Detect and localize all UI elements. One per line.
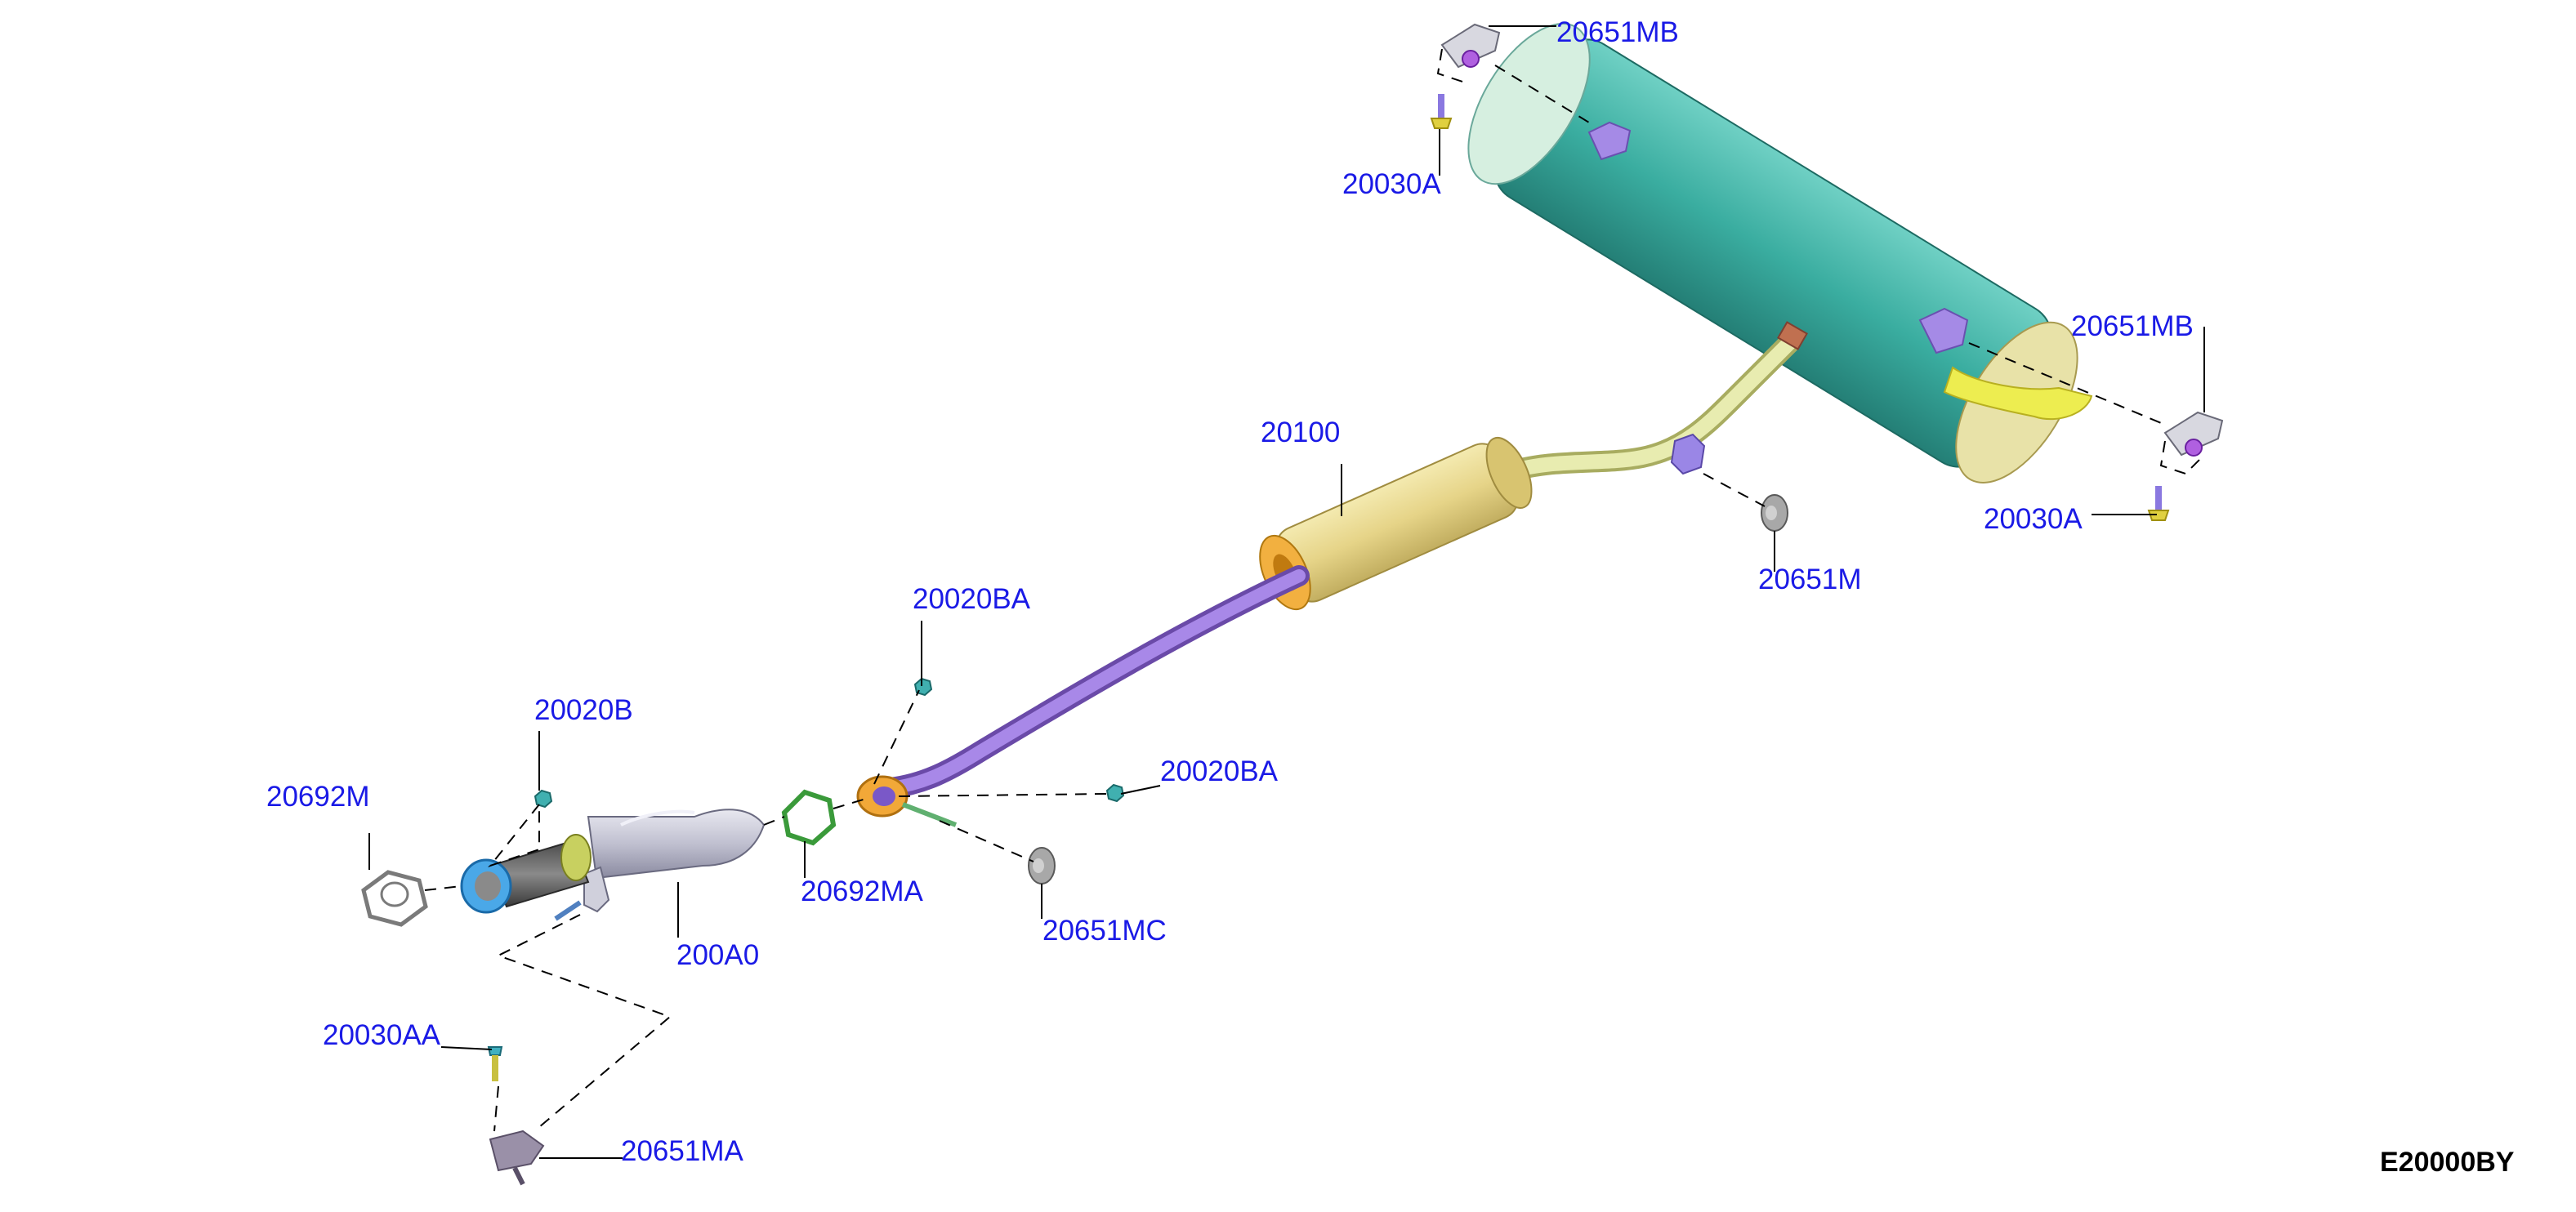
- callout-20651MB-right[interactable]: 20651MB: [2071, 310, 2194, 342]
- nut-20020B: [534, 789, 553, 809]
- diagram-reference-code: E20000BY: [2380, 1147, 2515, 1178]
- callout-20651MA[interactable]: 20651MA: [621, 1135, 743, 1167]
- callout-20100[interactable]: 20100: [1261, 417, 1341, 448]
- callout-20030AA[interactable]: 20030AA: [323, 1019, 441, 1051]
- callout-20692MA[interactable]: 20692MA: [801, 876, 923, 907]
- hanger-20651MB-upper: [1440, 23, 1501, 69]
- bolt-20030A-upper: [1430, 94, 1453, 129]
- callout-20651MB-upper[interactable]: 20651MB: [1556, 16, 1679, 48]
- callout-20030A-right[interactable]: 20030A: [1984, 503, 2083, 535]
- hanger-20651MA: [489, 1130, 545, 1186]
- callout-20030A-upper[interactable]: 20030A: [1342, 168, 1441, 200]
- front-pipe: [856, 565, 1310, 827]
- main-muffler: [1467, 23, 2078, 483]
- assembly-lines: [424, 48, 2203, 1132]
- callout-20692M[interactable]: 20692M: [266, 781, 370, 813]
- mount-20651M: [1761, 494, 1788, 532]
- callout-20651MC[interactable]: 20651MC: [1042, 915, 1167, 947]
- gasket-20692M: [361, 870, 428, 927]
- callout-20020BA-right[interactable]: 20020BA: [1160, 755, 1279, 787]
- flex-tube: [460, 834, 592, 914]
- bolt-20030A-right: [2147, 486, 2170, 521]
- callout-20020BA-upper[interactable]: 20020BA: [913, 583, 1031, 615]
- callout-200A0[interactable]: 200A0: [676, 939, 760, 971]
- tail-pipe: [1943, 366, 2093, 421]
- gasket-20692MA: [781, 789, 837, 846]
- nut-20020BA-right: [1105, 783, 1125, 803]
- callout-20020B[interactable]: 20020B: [534, 694, 633, 726]
- stud-bolt-lower: [554, 900, 582, 921]
- catalytic-converter: [583, 809, 766, 913]
- leader-lines: [368, 25, 2205, 1159]
- hanger-20651MB-right: [2163, 411, 2224, 457]
- mount-20651MC: [1028, 847, 1056, 884]
- center-pipe: [1493, 321, 1808, 484]
- bolt-20030AA: [487, 1046, 503, 1081]
- callout-20651M[interactable]: 20651M: [1758, 564, 1862, 595]
